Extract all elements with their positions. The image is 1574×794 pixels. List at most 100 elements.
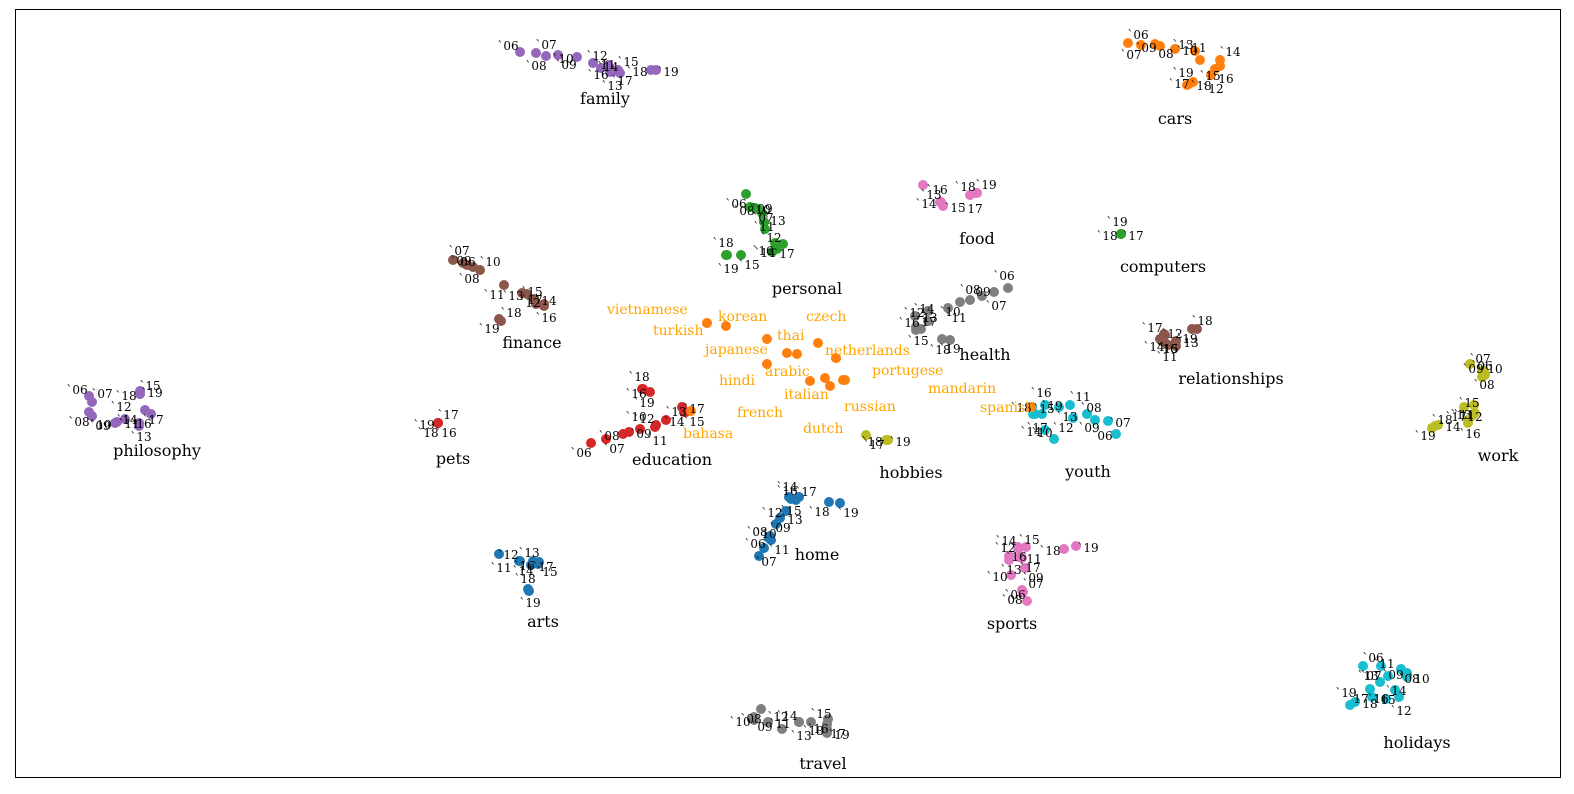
year-label-work-08: `08 [1473,378,1494,392]
point-sports-08 [1017,585,1027,595]
cluster-family [515,47,661,78]
year-label-youth-12: `12 [1052,421,1073,435]
year-label-family-13: `13 [601,79,622,93]
point-health-06 [1003,283,1013,293]
point-health-17 [911,325,921,335]
point-sports-19 [1071,541,1081,551]
year-label-sports-19: `19 [1077,541,1098,555]
point-work-19 [1430,421,1440,431]
year-label-work-10: `10 [1481,362,1502,376]
year-label-home-17: `17 [795,485,816,499]
cluster-travel-year-labels: `08`09`10`11`12`13`14`15`16`17`18`19 [729,707,849,743]
year-label-pets-16: `16 [435,426,456,440]
language-label-spanish: spanish [980,400,1034,416]
year-label-finance-08: `08 [458,272,479,286]
language-point-korean [721,321,731,331]
point-holidays-06 [1358,661,1368,671]
year-label-sports-08: `08 [1001,593,1022,607]
point-cars-16 [1210,64,1220,74]
point-holidays-07 [1376,661,1386,671]
language-label-thai: thai [777,328,805,344]
language-label-hindi: hindi [719,373,755,389]
point-education-17 [677,402,687,412]
year-label-health-15: `15 [907,334,928,348]
point-youth-16 [1040,400,1050,410]
point-home-06 [754,551,764,561]
language-label-mandarin: mandarin [928,381,996,397]
point-sports-16 [1021,542,1031,552]
year-label-sports-14: `14 [995,534,1017,548]
year-label-work-16: `16 [1459,427,1480,441]
year-label-philosophy-19: `19 [141,386,162,400]
year-label-holidays-12: `12 [1390,704,1411,718]
cluster-holidays-year-labels: `06`07`08`09`10`11`12`13`14`15`16`17`18`… [1335,651,1429,718]
year-label-cars-07: `07 [1120,48,1141,62]
cluster-home [754,492,845,561]
point-arts-17 [526,560,536,570]
language-point-french [825,381,835,391]
topic-label-arts: arts [527,612,559,631]
year-label-health-08: `08 [959,283,980,297]
year-label-relationships-12: `12 [1161,327,1182,341]
year-label-sports-16: `16 [1005,550,1026,564]
point-hobbies-17 [861,430,871,440]
cluster-philosophy-year-labels: `06`07`08`09`10`11`12`13`14`15`16`17`18`… [66,379,163,444]
year-label-cars-18: `18 [1190,79,1211,93]
year-label-travel-12: `12 [767,710,788,724]
language-point-arabic [792,349,802,359]
year-label-home-14: `14 [776,480,798,494]
language-label-italian: italian [784,387,829,403]
point-youth-08 [1090,415,1100,425]
point-health-08 [977,291,987,301]
language-point-czech [813,338,823,348]
cluster-sports [1004,541,1081,606]
point-family-07 [531,48,541,58]
cluster-arts [494,549,544,596]
year-label-home-10: `10 [755,527,776,541]
point-work-12 [1459,402,1469,412]
year-label-finance-19: `19 [478,322,499,336]
point-work-17 [1463,418,1473,428]
point-family-08 [541,51,551,61]
language-point-thai [782,348,792,358]
language-label-russian: russian [844,399,896,415]
point-holidays-19 [1345,700,1355,710]
year-label-pets-18: `18 [417,426,438,440]
point-pets-19 [433,418,443,428]
topic-label-home: home [795,545,840,564]
year-label-food-14: `14 [915,197,937,211]
point-cars-13 [1190,46,1200,56]
cluster-education-year-labels: `06`07`08`09`10`11`12`13`14`15`16`17`18`… [570,370,704,460]
cluster-computers-year-labels: `18`17`19 [1096,215,1143,243]
point-health-07 [989,287,999,297]
point-cars-11 [1195,55,1205,65]
point-sports-06 [1022,596,1032,606]
cluster-food-year-labels: `13`14`15`16`17`18`19 [915,178,996,216]
year-label-family-19: `19 [657,65,678,79]
point-health-14 [923,316,933,326]
point-education-06 [586,438,596,448]
year-label-cars-19: `19 [1172,66,1193,80]
point-family-17 [609,66,619,76]
year-label-pets-19: `19 [413,418,434,432]
cluster-pets-year-labels: `17`18`16`19 [413,408,458,440]
year-label-health-19: `19 [939,342,960,356]
year-label-food-19: `19 [975,178,996,192]
year-label-health-16: `16 [898,316,919,330]
point-sports-10 [1006,570,1016,580]
year-label-home-13: `13 [781,513,802,527]
point-finance-17 [539,301,549,311]
year-label-sports-07: `07 [1022,577,1043,591]
point-travel-12 [777,724,787,734]
year-label-philosophy-11: `11 [118,417,139,431]
year-label-health-11: `11 [945,311,966,325]
year-label-travel-16: `16 [807,722,828,736]
year-label-philosophy-07: `07 [91,387,112,401]
language-label-arabic: arabic [765,364,810,380]
year-label-work-06: `06 [1471,359,1492,373]
year-label-health-17: `17 [915,315,936,329]
point-education-12 [651,420,661,430]
year-label-food-13: `13 [920,188,941,202]
